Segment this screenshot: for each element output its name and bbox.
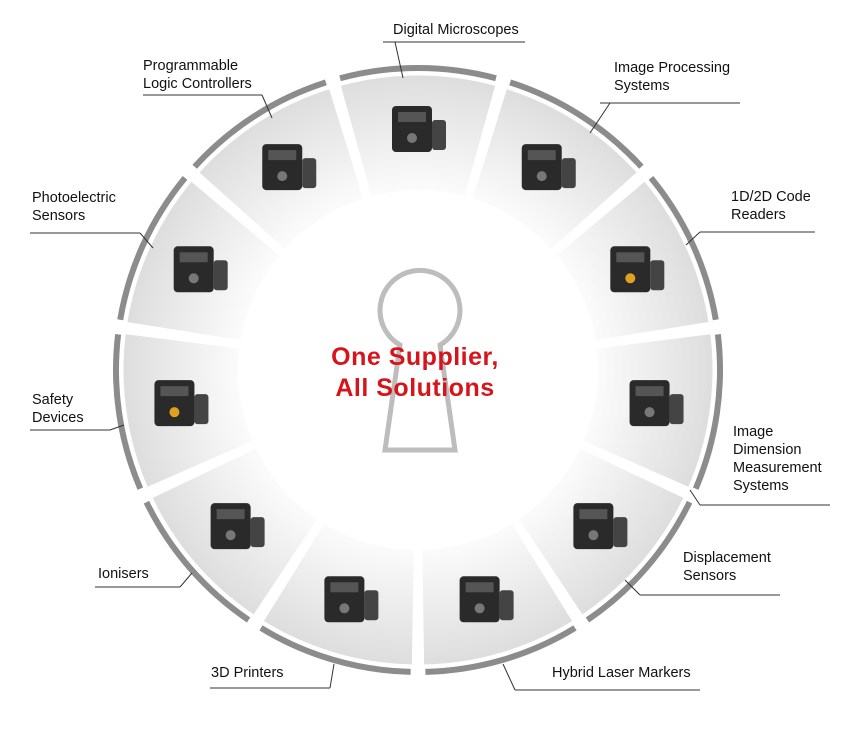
label-line: Systems <box>733 478 789 494</box>
label-line: Image <box>733 424 774 440</box>
label-line: Dimension <box>733 442 802 458</box>
segment-1d-2d-code-readers <box>552 175 719 344</box>
label-line: Image Processing <box>614 60 731 76</box>
label-hybrid-laser-markers: Hybrid Laser Markers <box>552 664 691 682</box>
microscope-icon <box>392 106 446 152</box>
label-3d-printers: 3D Printers <box>211 664 284 682</box>
label-line: Devices <box>32 410 84 426</box>
leader-line <box>179 572 193 588</box>
label-line: Sensors <box>683 568 737 584</box>
leader-line <box>502 663 516 691</box>
label-line: Programmable <box>143 58 239 74</box>
safety-light-curtain-icon <box>154 380 209 427</box>
rim-arc <box>259 625 411 675</box>
laser-marker-icon <box>459 576 514 623</box>
ioniser-icon <box>210 503 265 550</box>
slogan-line-1: One Supplier, <box>331 343 499 371</box>
label-line: Displacement <box>683 550 771 566</box>
leader-line <box>329 663 335 689</box>
keyhole-icon <box>377 267 463 453</box>
segment-digital-microscopes <box>337 65 499 201</box>
label-line: 3D Printers <box>211 665 284 681</box>
label-line: Digital Microscopes <box>393 22 519 38</box>
rim-arc <box>692 333 723 490</box>
rim-arc <box>585 500 693 623</box>
rim-arc <box>509 79 644 169</box>
segment-image-dimension-measurement-systems <box>579 330 723 491</box>
segment-3d-printers <box>259 519 417 675</box>
slogan-line-2: All Solutions <box>335 374 495 402</box>
label-digital-microscopes: Digital Microscopes <box>393 21 519 39</box>
leader-line <box>589 102 611 134</box>
camera-controller-icon <box>521 144 576 191</box>
segment-displacement-sensors <box>514 444 693 623</box>
segment-photoelectric-sensors <box>117 175 284 344</box>
label-line: Ionisers <box>98 566 149 582</box>
rim-arc <box>339 65 497 82</box>
leader-line <box>689 489 701 506</box>
rim-arc <box>113 333 144 490</box>
segment-image-processing-systems <box>468 79 644 254</box>
center-disc <box>238 190 598 550</box>
rim-arc <box>143 500 251 623</box>
code-reader-icon <box>610 246 665 293</box>
label-line: Measurement <box>733 460 822 476</box>
printer-3d-icon <box>324 576 379 623</box>
leader-line <box>685 231 701 246</box>
leader-line <box>139 232 154 249</box>
leader-line <box>261 94 273 119</box>
label-line: Sensors <box>32 208 86 224</box>
label-line: 1D/2D Code <box>731 189 811 205</box>
rim-arc <box>117 175 188 321</box>
leader-line <box>394 41 404 79</box>
rim-arc <box>192 79 327 169</box>
photoelectric-sensor-icon <box>173 246 228 293</box>
label-line: Photoelectric <box>32 190 116 206</box>
leader-line <box>624 579 641 596</box>
label-line: Readers <box>731 207 786 223</box>
measurement-system-icon <box>629 380 684 427</box>
label-line: Systems <box>614 78 670 94</box>
rim-arc <box>648 175 719 321</box>
rim-arc <box>425 625 577 675</box>
label-ionisers: Ionisers <box>98 565 149 583</box>
center-slogan: One Supplier, All Solutions <box>0 342 830 404</box>
plc-icon <box>262 144 317 191</box>
label-line: Logic Controllers <box>143 76 252 92</box>
label-line: Safety <box>32 392 74 408</box>
displacement-sensor-icon <box>573 503 628 550</box>
leader-line <box>109 424 125 431</box>
label-line: Hybrid Laser Markers <box>552 665 691 681</box>
segment-programmable-logic-controllers <box>192 79 368 254</box>
